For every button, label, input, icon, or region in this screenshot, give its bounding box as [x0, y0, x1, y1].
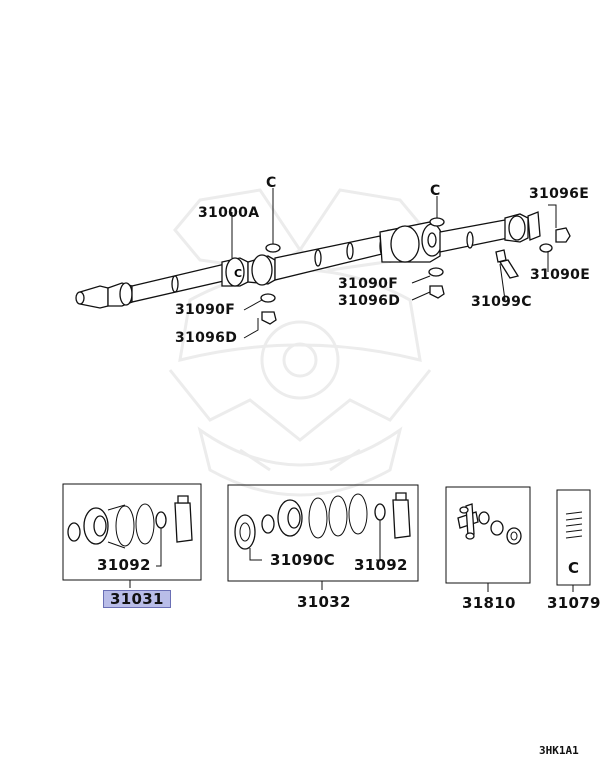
- kit1-inner-31092[interactable]: 31092: [97, 556, 151, 574]
- propeller-shaft: C: [75, 211, 541, 309]
- callout-31099C[interactable]: 31099C: [471, 294, 532, 310]
- callout-31096D-right[interactable]: 31096D: [338, 293, 401, 309]
- callout-31090F-right[interactable]: 31090F: [338, 276, 399, 292]
- callout-31090E[interactable]: 31090E: [530, 267, 591, 283]
- kit4-inner-c: C: [568, 559, 580, 577]
- kit3-part-31810[interactable]: 31810: [462, 594, 516, 612]
- kit-boxes: [62, 483, 591, 592]
- kit2-inner-31092[interactable]: 31092: [354, 556, 408, 574]
- hardware-parts: [260, 217, 571, 325]
- kit2-inner-31090C[interactable]: 31090C: [270, 551, 335, 569]
- callout-31096E[interactable]: 31096E: [529, 186, 590, 202]
- leader-lines: [231, 188, 557, 339]
- kit1-part-31031-highlighted[interactable]: 31031: [103, 590, 171, 608]
- callout-c-left: C: [266, 175, 277, 191]
- callout-31090F-left[interactable]: 31090F: [175, 302, 236, 318]
- page-code: 3HK1A1: [539, 744, 579, 757]
- callout-31096D-left[interactable]: 31096D: [175, 330, 238, 346]
- svg-text:C: C: [234, 267, 242, 280]
- kit2-part-31032[interactable]: 31032: [297, 593, 351, 611]
- kit4-part-31079[interactable]: 31079: [547, 594, 601, 612]
- callout-c-right: C: [430, 183, 441, 199]
- callout-31000A[interactable]: 31000A: [198, 205, 260, 221]
